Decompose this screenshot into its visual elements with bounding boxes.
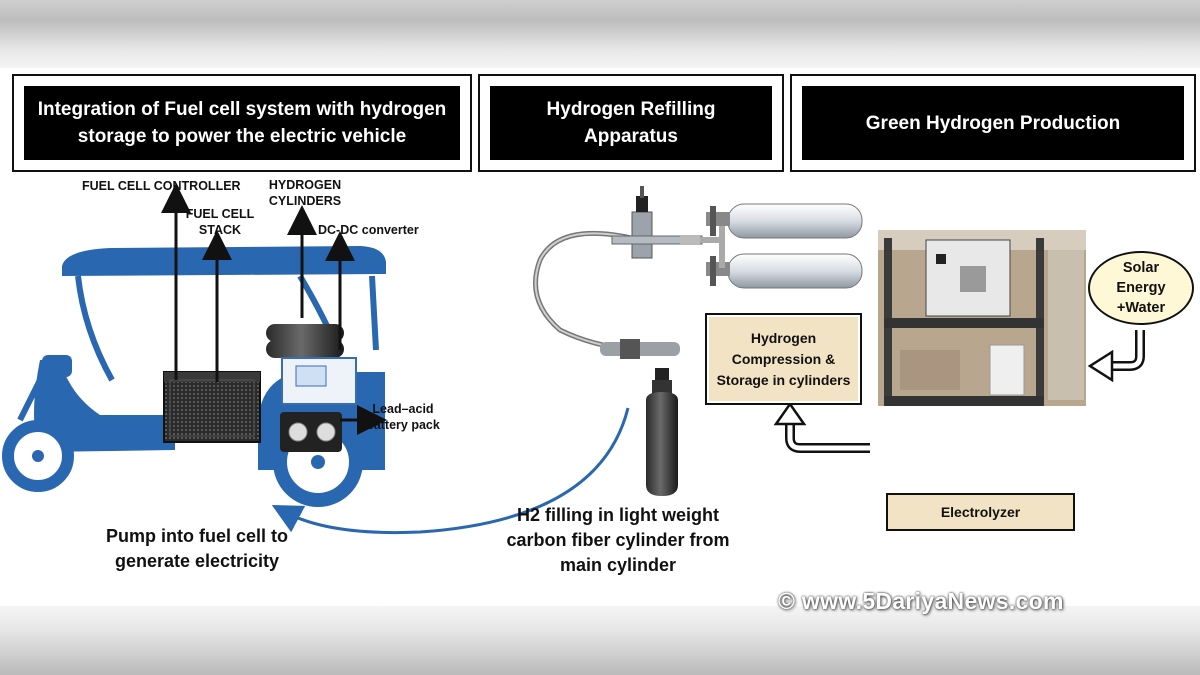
label-fuel-cell-stack: FUEL CELL STACK xyxy=(185,207,255,237)
solar-arrow-head xyxy=(1087,349,1114,383)
label-electrolyzer: Electrolyzer xyxy=(940,504,1021,520)
header-panel-refilling: Hydrogen Refilling Apparatus xyxy=(478,74,784,172)
pump-flow-arrow xyxy=(271,407,630,535)
refilling-hose-assembly xyxy=(533,186,703,359)
electrolyzer-photo xyxy=(878,230,1086,406)
lead-acid-battery-unit xyxy=(280,412,342,452)
label-compression-storage: Hydrogen Compression & Storage in cylind… xyxy=(716,329,851,388)
solar-energy-water-oval: Solar Energy +Water xyxy=(1088,251,1194,325)
top-gradient-band xyxy=(0,0,1200,68)
header-green-hydrogen-production: Green Hydrogen Production xyxy=(802,86,1184,160)
label-pump-into-fuel-cell: Pump into fuel cell to generate electric… xyxy=(105,526,288,571)
header-hydrogen-refilling: Hydrogen Refilling Apparatus xyxy=(490,86,772,160)
watermark: © www.5DariyaNews.com xyxy=(778,588,1064,614)
storage-arrow-head xyxy=(773,401,807,426)
label-solar-energy-water: Solar Energy +Water xyxy=(1116,260,1166,316)
bottom-gradient-band xyxy=(0,606,1200,675)
label-lead-acid-battery: Lead–acid battery pack xyxy=(366,402,440,432)
compression-storage-box: Hydrogen Compression & Storage in cylind… xyxy=(705,313,862,405)
electrolyzer-label-box: Electrolyzer xyxy=(886,493,1075,531)
label-h2-filling: H2 filling in light weight carbon fiber … xyxy=(506,505,730,575)
carbon-fiber-cylinder xyxy=(646,368,678,496)
onboard-hydrogen-cylinders xyxy=(266,324,344,358)
label-fuel-cell-controller: FUEL CELL CONTROLLER xyxy=(82,179,241,193)
label-hydrogen-cylinders: HYDROGEN CYLINDERS xyxy=(268,178,342,208)
main-storage-cylinders xyxy=(700,203,863,289)
header-panel-fuel-cell-integration: Integration of Fuel cell system with hyd… xyxy=(12,74,472,172)
label-dcdc-converter: DC-DC converter xyxy=(318,223,419,237)
fuel-cell-stack-unit xyxy=(163,371,261,443)
header-panel-green-hydrogen: Green Hydrogen Production xyxy=(790,74,1196,172)
header-fuel-cell-integration: Integration of Fuel cell system with hyd… xyxy=(24,86,460,160)
dcdc-converter-unit xyxy=(281,357,357,405)
